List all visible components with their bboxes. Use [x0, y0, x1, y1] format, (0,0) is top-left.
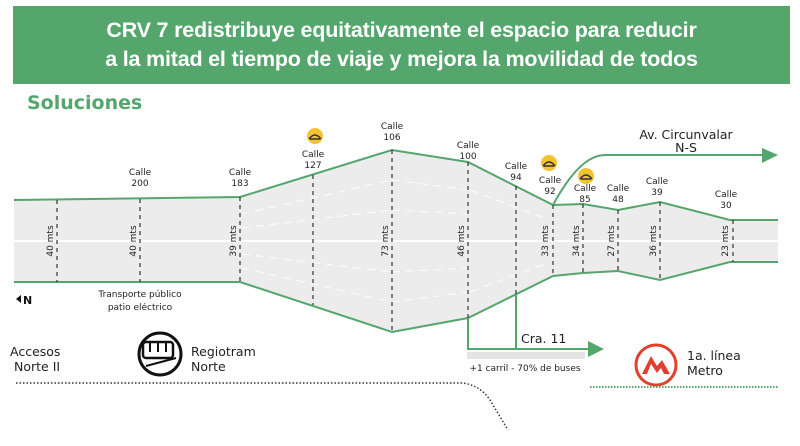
svg-text:92: 92	[544, 187, 555, 197]
svg-text:Calle: Calle	[646, 177, 669, 187]
svg-text:39: 39	[651, 188, 663, 198]
metro-label-2: Metro	[687, 363, 723, 378]
road-edge-top	[13, 148, 778, 221]
transporte-label-2: patio eléctrico	[108, 302, 173, 313]
road-edge-bottom	[14, 261, 778, 334]
lane-dashes	[241, 179, 551, 303]
svg-text:Calle: Calle	[574, 184, 597, 194]
width-labels: 40 mts 40 mts 39 mts 73 mts 46 mts 33 mt…	[46, 225, 731, 257]
bridge-icon	[541, 155, 557, 171]
svg-text:127: 127	[304, 161, 321, 171]
section-lines	[56, 150, 734, 332]
svg-text:46 mts: 46 mts	[457, 225, 467, 257]
bridge-icon	[578, 168, 594, 184]
svg-text:Calle: Calle	[539, 176, 562, 186]
svg-text:Calle: Calle	[381, 122, 404, 132]
accesos-route	[16, 382, 509, 431]
svg-text:40 mts: 40 mts	[46, 225, 56, 257]
svg-text:36 mts: 36 mts	[649, 225, 659, 257]
metro-label: 1a. línea	[687, 348, 741, 363]
title-line-1: CRV 7 redistribuye equitativamente el es…	[106, 18, 697, 42]
section-title: Soluciones	[27, 92, 143, 114]
svg-text:23 mts: 23 mts	[721, 225, 731, 257]
svg-text:Calle: Calle	[457, 141, 480, 151]
svg-text:94: 94	[510, 173, 522, 183]
circunvalar-label: Av. Circunvalar	[639, 127, 733, 142]
circunvalar-branch	[552, 154, 765, 206]
svg-text:85: 85	[579, 195, 590, 205]
svg-text:Calle: Calle	[505, 162, 528, 172]
svg-text:34 mts: 34 mts	[572, 225, 582, 257]
svg-text:30: 30	[720, 201, 732, 211]
cra11-arrow-icon	[588, 341, 604, 357]
regiotram-label-2: Norte	[191, 359, 226, 374]
svg-text:Calle: Calle	[302, 150, 325, 160]
svg-text:Calle: Calle	[715, 190, 738, 200]
svg-text:33 mts: 33 mts	[541, 225, 551, 257]
svg-text:200: 200	[131, 179, 148, 189]
svg-text:106: 106	[383, 133, 400, 143]
title-line-2: a la mitad el tiempo de viaje y mejora l…	[105, 47, 698, 71]
cra11-label: Cra. 11	[521, 331, 566, 346]
metro-icon	[634, 343, 678, 387]
title-banner: CRV 7 redistribuye equitativamente el es…	[13, 6, 790, 84]
svg-text:Calle: Calle	[229, 168, 252, 178]
regiotram-label: Regiotram	[191, 344, 256, 359]
cra11-lane	[467, 352, 585, 359]
accesos-label: Accesos	[10, 344, 60, 359]
svg-text:40 mts: 40 mts	[129, 225, 139, 257]
svg-text:48: 48	[612, 195, 624, 205]
train-icon	[137, 331, 183, 377]
svg-text:Calle: Calle	[129, 168, 152, 178]
north-label: N	[23, 294, 32, 307]
svg-text:183: 183	[231, 179, 248, 189]
circunvalar-arrow-icon	[762, 148, 778, 163]
bridge-icon	[307, 128, 323, 144]
transporte-label: Transporte público	[97, 290, 182, 300]
accesos-label-2: Norte II	[14, 359, 60, 374]
svg-text:73 mts: 73 mts	[381, 225, 391, 257]
svg-text:Calle: Calle	[607, 184, 630, 194]
north-arrow-icon	[16, 295, 21, 303]
svg-text:39 mts: 39 mts	[229, 225, 239, 257]
svg-text:27 mts: 27 mts	[607, 225, 617, 257]
circunvalar-dir: N-S	[675, 140, 697, 155]
cra11-note: +1 carril - 70% de buses	[469, 364, 580, 374]
svg-text:100: 100	[459, 152, 476, 162]
cra11-branch	[467, 318, 590, 350]
